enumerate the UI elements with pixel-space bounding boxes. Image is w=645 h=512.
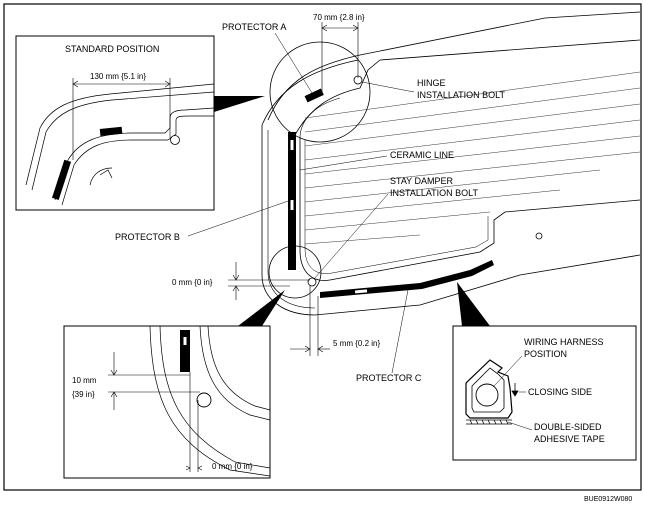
ceramic-leader bbox=[299, 155, 388, 171]
dimension-0mm-main bbox=[228, 262, 310, 300]
hinge-label-1: HINGE bbox=[417, 78, 446, 88]
wiring-harness-icon bbox=[475, 383, 499, 407]
protector-c-strip bbox=[320, 260, 494, 298]
dim-0-main-label: 0 mm {0 in} bbox=[172, 278, 213, 287]
stay-damper-label-1: STAY DAMPER bbox=[390, 176, 454, 186]
protector-b-gap bbox=[290, 140, 294, 150]
dim-130-label: 130 mm {5.1 in} bbox=[90, 72, 146, 81]
magnifier-circle-hinge bbox=[269, 41, 371, 143]
protector-b-label: PROTECTOR B bbox=[115, 232, 180, 242]
standard-protector-b bbox=[52, 159, 72, 200]
dim-0-detail-label: 0 mm {0 in} bbox=[212, 462, 253, 471]
wiring-label-1: WIRING HARNESS bbox=[524, 337, 604, 347]
detail-stay-bolt-icon bbox=[196, 392, 212, 408]
cross-section-pointer bbox=[457, 282, 490, 326]
dimension-5mm bbox=[290, 286, 330, 356]
protector-c-gap bbox=[354, 289, 368, 294]
protector-b-leader bbox=[187, 199, 292, 237]
standard-position-title: STANDARD POSITION bbox=[65, 44, 159, 54]
glass-window bbox=[261, 11, 641, 316]
corner-detail-glass bbox=[149, 325, 271, 477]
stay-damper-bolt-icon bbox=[307, 277, 317, 287]
protector-b-gap-2 bbox=[290, 200, 294, 210]
corner-detail-box bbox=[63, 325, 271, 479]
detail-protector-b bbox=[180, 330, 190, 372]
protector-a-leader bbox=[274, 32, 313, 94]
adhesive-tape-hatch bbox=[466, 419, 512, 425]
figure-id: BUE0912W080 bbox=[584, 496, 632, 503]
wiring-label-2: POSITION bbox=[524, 349, 567, 359]
protector-c-label: PROTECTOR C bbox=[356, 373, 422, 383]
dimension-70mm bbox=[321, 22, 359, 95]
defroster-lines bbox=[304, 71, 641, 245]
standard-position-box bbox=[15, 35, 215, 211]
wiring-leader bbox=[493, 355, 523, 387]
protector-c-leader bbox=[391, 289, 409, 374]
glass-hole-icon bbox=[535, 232, 543, 240]
dimension-130mm bbox=[72, 78, 171, 160]
ceramic-line-label: CERAMIC LINE bbox=[390, 150, 454, 160]
dim-70-label: 70 mm {2.8 in} bbox=[313, 13, 365, 22]
hinge-leader bbox=[361, 81, 415, 93]
dim-10-label-a: 10 mm bbox=[72, 376, 97, 385]
corner-pointer bbox=[238, 290, 285, 326]
outer-frame bbox=[3, 3, 642, 491]
adhesive-label-2: ADHESIVE TAPE bbox=[534, 434, 605, 444]
standard-glass bbox=[25, 83, 215, 206]
stay-damper-leader bbox=[313, 193, 389, 280]
dimension-0mm-detail bbox=[185, 372, 203, 472]
closing-side-arrow-icon bbox=[511, 383, 519, 397]
magnifier-circle-corner bbox=[268, 245, 322, 299]
adhesive-leader bbox=[507, 421, 533, 431]
protector-a-label: PROTECTOR A bbox=[222, 22, 286, 32]
dimension-10mm bbox=[108, 352, 200, 410]
hinge-label-2: INSTALLATION BOLT bbox=[417, 90, 506, 100]
standard-pointer bbox=[214, 96, 265, 112]
adhesive-label-1: DOUBLE-SIDED bbox=[534, 422, 602, 432]
standard-hinge-bolt-icon bbox=[170, 135, 180, 145]
protector-profile bbox=[465, 359, 513, 419]
detail-protector-gap bbox=[183, 337, 187, 345]
protector-a-strip bbox=[304, 88, 324, 103]
closing-side-label: CLOSING SIDE bbox=[528, 387, 592, 397]
stay-damper-label-2: INSTALLATION BOLT bbox=[390, 188, 479, 198]
dim-10-label-b: {39 in} bbox=[72, 390, 95, 399]
standard-protector-a bbox=[99, 126, 123, 137]
dim-5-label: 5 mm {0.2 in} bbox=[333, 339, 380, 348]
